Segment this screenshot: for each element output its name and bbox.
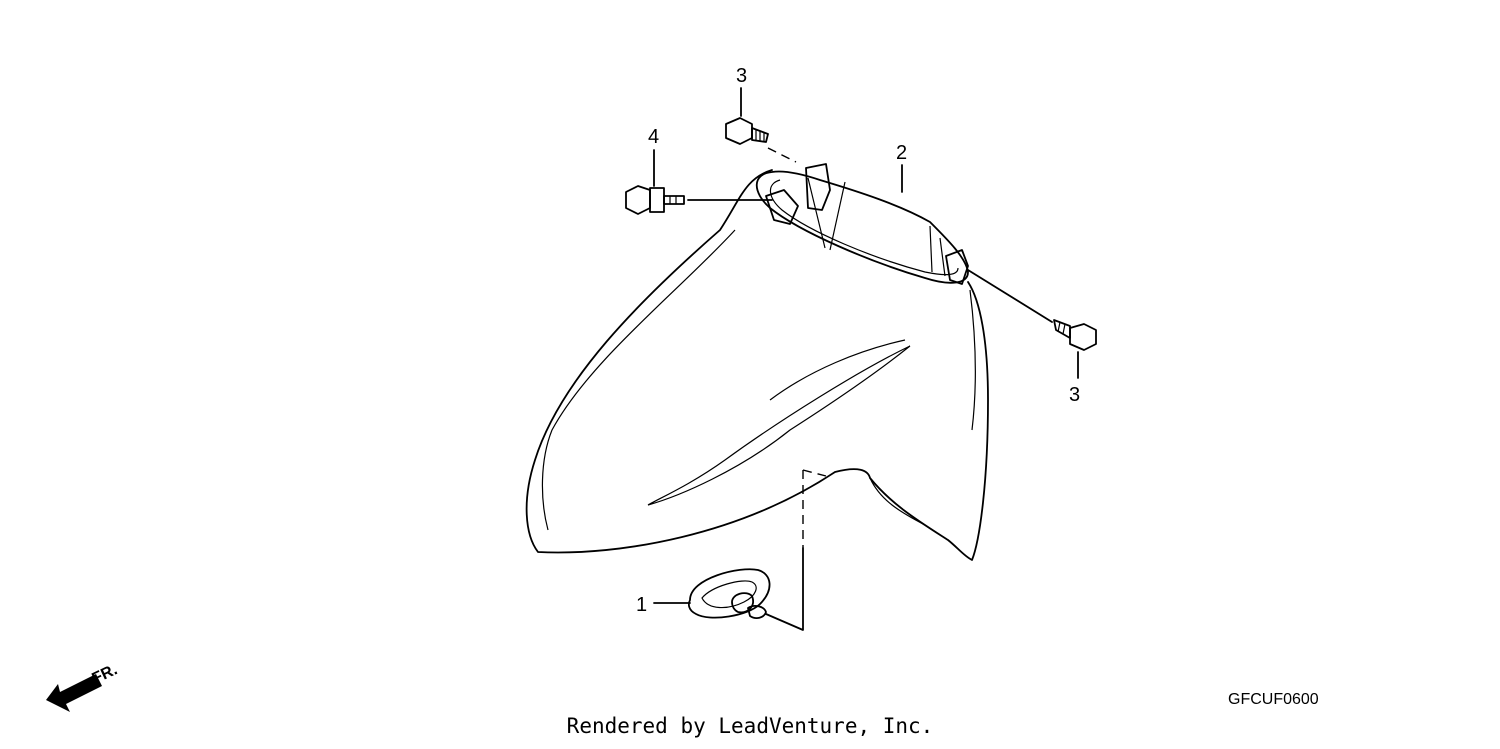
callout-4: 4 (648, 126, 659, 148)
render-credit: Rendered by LeadVenture, Inc. (566, 714, 934, 738)
callout-3-right: 3 (1069, 384, 1080, 406)
front-direction-arrow: FR. (46, 661, 120, 712)
diagram-code: GFCUF0600 (1228, 691, 1319, 708)
leader-lines (653, 87, 1079, 631)
bolt-top[interactable] (725, 117, 769, 145)
bolt-left[interactable] (625, 185, 685, 215)
bolt-right[interactable] (1053, 319, 1097, 351)
front-fender[interactable] (525, 163, 989, 561)
front-label: FR. (90, 661, 121, 687)
callout-2: 2 (896, 142, 907, 164)
callout-3-top: 3 (736, 65, 747, 87)
clip[interactable] (688, 568, 771, 619)
callout-1: 1 (636, 594, 647, 616)
